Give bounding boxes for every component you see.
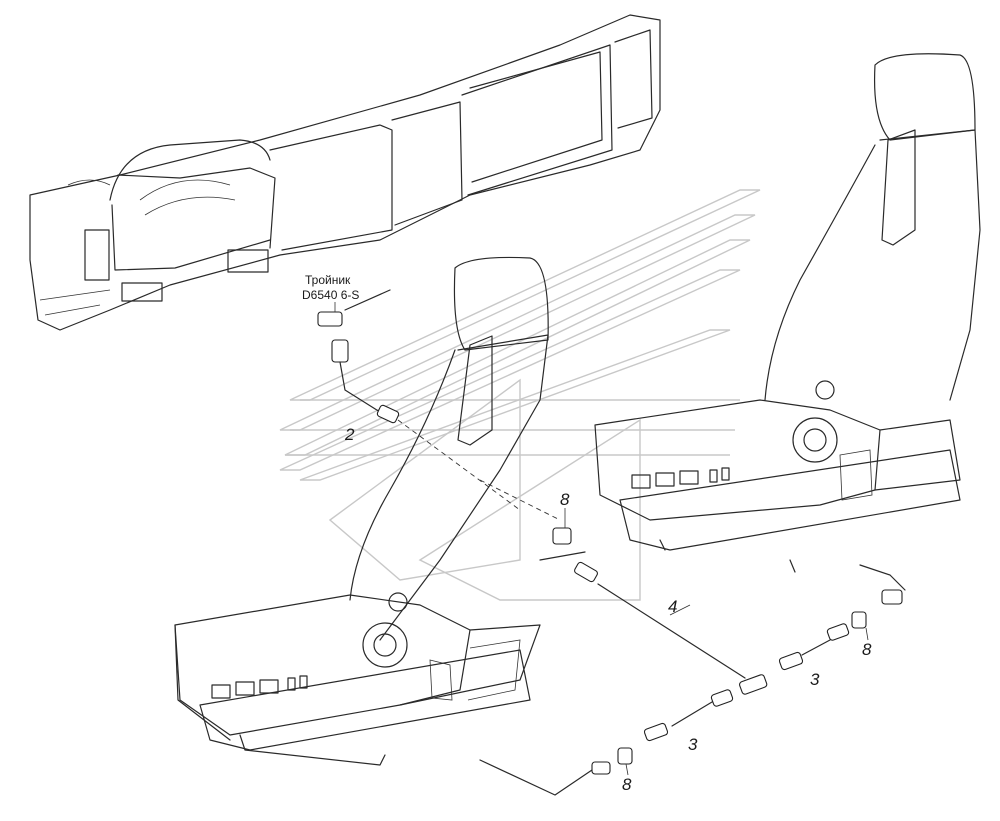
part-label-2: 2 (344, 425, 355, 444)
air-lines (317, 289, 906, 796)
seat-right (594, 53, 981, 573)
dashboard (29, 14, 661, 331)
part-label-4: 4 (668, 597, 677, 616)
tee-name-label: Тройник (305, 273, 351, 287)
part-label-8-center: 8 (560, 490, 570, 509)
callout-tee: Тройник D6540 6-S (302, 273, 359, 312)
part-label-8-right: 8 (862, 640, 872, 659)
seat-left (174, 256, 549, 766)
tee-code-label: D6540 6-S (302, 288, 359, 302)
part-label-3-left: 3 (688, 735, 698, 754)
tee-fitting (317, 311, 343, 327)
watermark-logo (279, 189, 761, 601)
part-label-3-right: 3 (810, 670, 820, 689)
part-label-8-bottom: 8 (622, 775, 632, 794)
